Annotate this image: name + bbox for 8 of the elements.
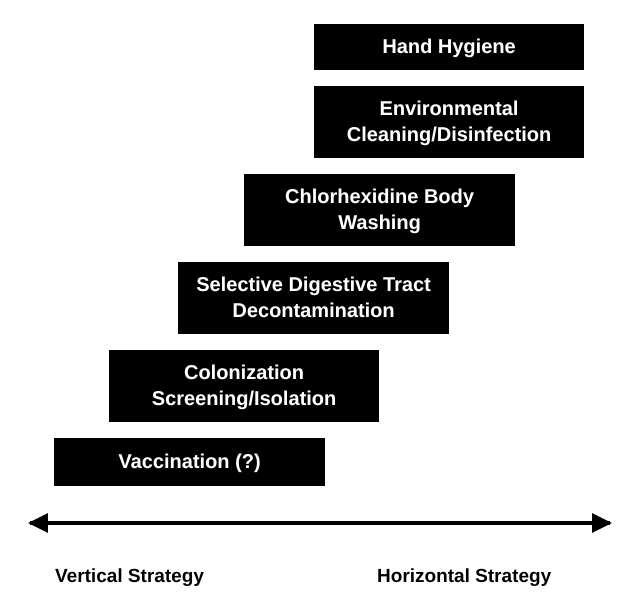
axis-end-label: Horizontal Strategy: [377, 566, 552, 588]
strategy-box: Chlorhexidine Body Washing: [244, 174, 515, 246]
strategy-box: Vaccination (?): [54, 438, 325, 486]
strategy-box: Colonization Screening/Isolation: [109, 350, 379, 422]
axis-end-label: Vertical Strategy: [55, 566, 204, 588]
strategy-box: Hand Hygiene: [314, 24, 584, 70]
strategy-box: Selective Digestive Tract Decontamination: [178, 262, 449, 334]
strategy-box: Environmental Cleaning/Disinfection: [314, 86, 584, 158]
